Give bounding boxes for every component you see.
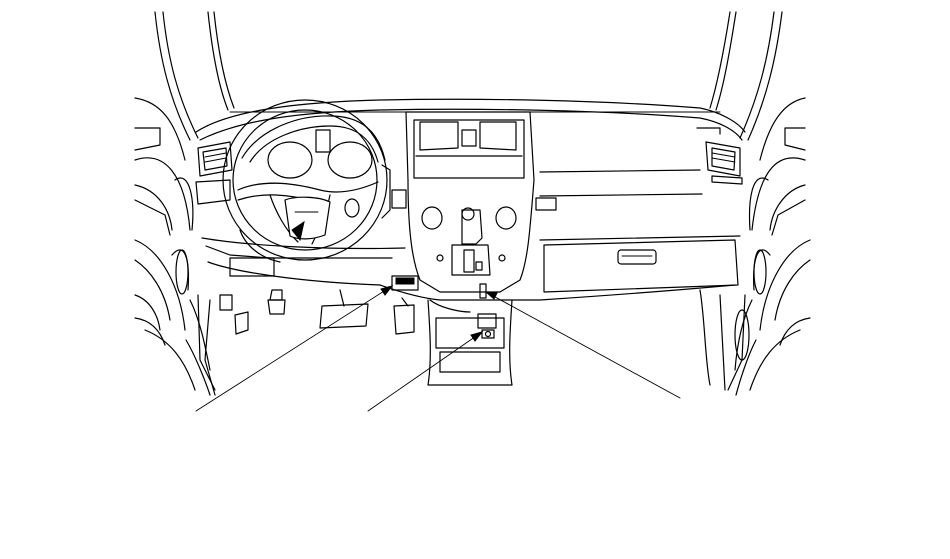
callout-leaders [195,285,681,412]
callout-arrowhead-right [484,291,498,300]
steering-wheel [222,99,407,263]
lower-dashboard [201,237,736,301]
pedals [204,289,415,396]
callout-leader-right [485,291,681,399]
callout-arrowhead-center [470,331,484,342]
glove-box [543,239,739,293]
right-door-frame [699,11,811,396]
callout-leader-center [367,331,483,412]
center-console [427,283,513,386]
left-door-frame [134,11,235,396]
right-air-vent [705,141,743,185]
left-air-vent [195,141,233,205]
center-stack [405,111,557,293]
callout-arrowhead-left [380,285,394,296]
callout-leader-left [195,285,393,412]
